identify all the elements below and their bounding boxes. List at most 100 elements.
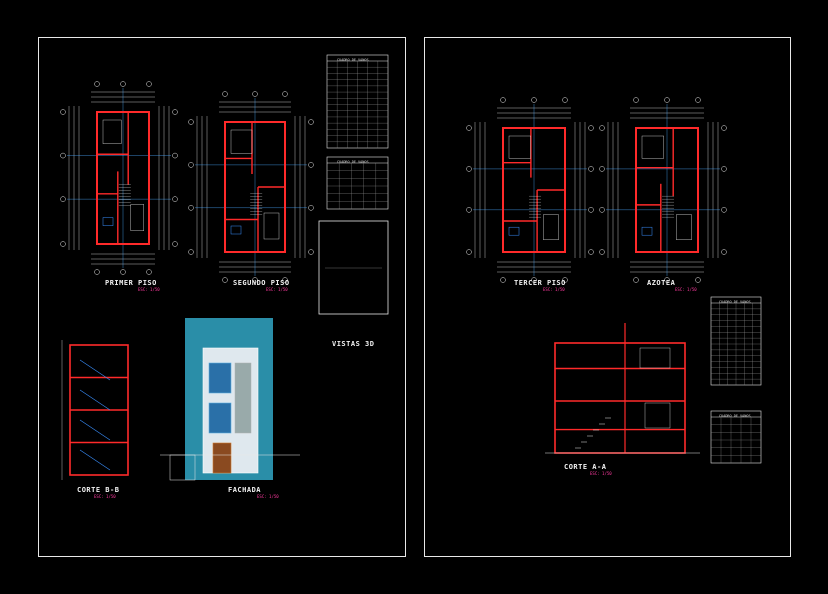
section-bb-stair (79, 389, 111, 411)
plan-tercer-piso-axis-bubble (466, 249, 472, 255)
plan-primer-piso-axis-bubble (60, 109, 66, 115)
plan-segundo-piso-axis-bubble (308, 249, 314, 255)
plan-azotea-axis-bubble (695, 97, 701, 103)
scale-fachada: ESC: 1/50 (257, 494, 279, 499)
plan-segundo-piso-axis-bubble (308, 205, 314, 211)
plan-azotea-furniture (676, 214, 692, 240)
table-title-vanos-1: CUADRO DE VANOS (337, 58, 369, 62)
plan-primer-piso-axis-bubble (172, 241, 178, 247)
plan-tercer-piso-axis-bubble (531, 277, 537, 283)
scale-corte-bb: ESC: 1/50 (94, 494, 116, 499)
plan-tercer-piso-axis-bubble (588, 125, 594, 131)
facade-window (208, 402, 232, 434)
label-primer-piso: PRIMER PISO (105, 279, 157, 287)
plan-tercer-piso-axis-bubble (531, 97, 537, 103)
plan-tercer-piso-axis-bubble (500, 97, 506, 103)
plan-primer-piso-axis-bubble (172, 109, 178, 115)
label-vistas-3d: VISTAS 3D (332, 340, 375, 348)
plan-azotea-axis-bubble (599, 125, 605, 131)
table-vanos-2 (326, 156, 389, 210)
plan-azotea-axis-bubble (599, 207, 605, 213)
plan-segundo-piso-axis-bubble (188, 162, 194, 168)
plan-tercer-piso-axis-bubble (588, 249, 594, 255)
label-corte-bb: CORTE B-B (77, 486, 120, 494)
plan-azotea-axis-bubble (599, 166, 605, 172)
facade-window (208, 362, 232, 394)
plan-primer-piso-axis-bubble (120, 269, 126, 275)
section-bb-stair (79, 449, 111, 471)
scale-primer-piso: ESC: 1/50 (138, 287, 160, 292)
plan-azotea-axis-bubble (633, 97, 639, 103)
table-title-vanos-4: CUADRO DE VANOS (719, 414, 751, 418)
plan-tercer-piso-furniture (543, 214, 559, 240)
plan-primer-piso-axis-bubble (146, 81, 152, 87)
plan-segundo-piso-axis-bubble (308, 162, 314, 168)
plan-primer-piso-axis-bubble (94, 269, 100, 275)
plan-primer-piso-furniture (102, 119, 122, 144)
plan-tercer-piso-fixture (508, 226, 520, 236)
plan-primer-piso-axis-bubble (172, 152, 178, 159)
label-tercer-piso: TERCER PISO (514, 279, 566, 287)
plan-primer-piso-furniture (130, 204, 145, 231)
table-vanos-4 (710, 410, 762, 464)
vistas-3d-frame (318, 220, 389, 315)
facade-door (212, 442, 232, 474)
plan-primer-piso-axis-bubble (60, 196, 66, 202)
section-bb-stair (79, 419, 111, 441)
scale-azotea: ESC: 1/50 (675, 287, 697, 292)
plan-primer-piso-axis-bubble (60, 152, 66, 159)
section-aa-window (639, 347, 671, 369)
label-corte-aa: CORTE A-A (564, 463, 607, 471)
table-title-vanos-2: CUADRO DE VANOS (337, 160, 369, 164)
facade-panel (234, 362, 252, 434)
plan-tercer-piso-axis-bubble (466, 166, 472, 172)
plan-segundo-piso-axis-bubble (308, 119, 314, 125)
plan-segundo-piso-axis-bubble (252, 91, 258, 97)
plan-segundo-piso-axis-bubble (188, 249, 194, 255)
plan-primer-piso-axis-bubble (146, 269, 152, 275)
plan-segundo-piso-furniture (263, 212, 280, 240)
plan-segundo-piso-axis-bubble (222, 91, 228, 97)
plan-azotea-axis-bubble (721, 166, 727, 172)
label-azotea: AZOTEA (647, 279, 676, 287)
plan-azotea-axis-bubble (664, 97, 670, 103)
plan-tercer-piso-axis-bubble (562, 97, 568, 103)
facade-neighbor (169, 454, 196, 481)
plan-azotea-fixture (641, 226, 653, 236)
table-title-vanos-3: CUADRO DE VANOS (719, 300, 751, 304)
sheet-left (38, 37, 406, 557)
label-fachada: FACHADA (228, 486, 262, 494)
plan-segundo-piso-axis-bubble (252, 277, 258, 283)
plan-azotea-axis-bubble (695, 277, 701, 283)
plan-segundo-piso-axis-bubble (282, 91, 288, 97)
plan-tercer-piso-axis-bubble (466, 207, 472, 213)
plan-primer-piso-fixture (102, 217, 114, 226)
plan-segundo-piso-axis-bubble (188, 205, 194, 211)
plan-tercer-piso-axis-bubble (588, 166, 594, 172)
plan-azotea-outer-wall (635, 127, 699, 253)
plan-primer-piso-axis-bubble (120, 81, 126, 87)
plan-primer-piso-axis-bubble (60, 241, 66, 247)
plan-tercer-piso-axis-bubble (466, 125, 472, 131)
plan-segundo-piso-axis-bubble (188, 119, 194, 125)
plan-segundo-piso-furniture (230, 129, 253, 154)
scale-tercer-piso: ESC: 1/50 (543, 287, 565, 292)
plan-azotea-axis-bubble (633, 277, 639, 283)
plan-azotea-axis-bubble (664, 277, 670, 283)
section-bb-stair (79, 359, 111, 381)
plan-azotea-axis-bubble (721, 249, 727, 255)
scale-segundo-piso: ESC: 1/50 (266, 287, 288, 292)
plan-segundo-piso-axis-bubble (222, 277, 228, 283)
plan-primer-piso-axis-bubble (172, 196, 178, 202)
plan-azotea-axis-bubble (599, 249, 605, 255)
scale-corte-aa: ESC: 1/50 (590, 471, 612, 476)
plan-segundo-piso-axis-bubble (282, 277, 288, 283)
plan-azotea-axis-bubble (721, 125, 727, 131)
label-segundo-piso: SEGUNDO PISO (233, 279, 290, 287)
section-aa-window (644, 402, 671, 429)
plan-tercer-piso-axis-bubble (588, 207, 594, 213)
plan-tercer-piso-axis-bubble (500, 277, 506, 283)
plan-tercer-piso-furniture (508, 135, 531, 159)
plan-segundo-piso-fixture (230, 225, 242, 235)
